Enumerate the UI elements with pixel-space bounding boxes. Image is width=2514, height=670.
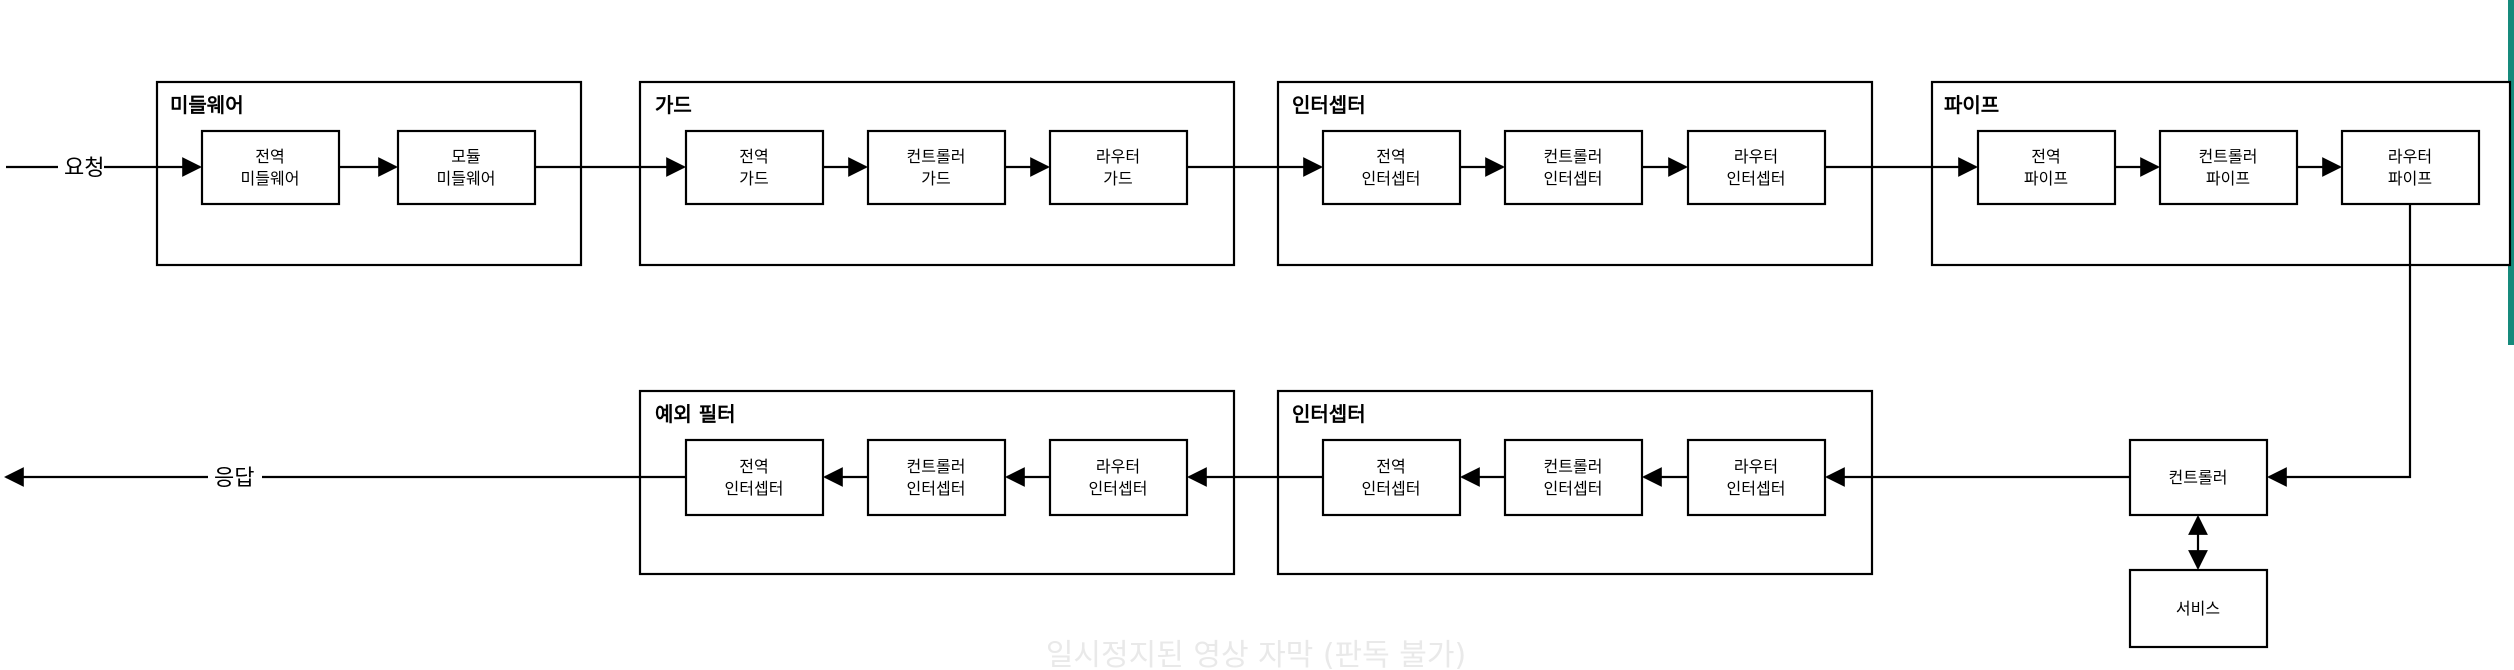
node-label-line1: 라우터 xyxy=(1734,457,1778,476)
node-label-line2: 파이프 xyxy=(2388,169,2432,188)
node-label-line1: 전역 xyxy=(1376,457,1405,476)
node-service: 서비스 xyxy=(2128,568,2269,649)
node-label-line1: 전역 xyxy=(739,457,768,476)
node-label-line2: 파이프 xyxy=(2024,169,2068,188)
node-router-interceptor-out: 라우터 인터셉터 xyxy=(1686,438,1827,517)
node-label-line2: 파이프 xyxy=(2206,169,2250,188)
node-label-line2: 미들웨어 xyxy=(241,169,300,188)
node-router-interceptor-in: 라우터 인터셉터 xyxy=(1686,129,1827,206)
group-title-pipe: 파이프 xyxy=(1944,93,1999,117)
node-label-line1: 전역 xyxy=(255,147,284,166)
node-label-line1: 컨트롤러 xyxy=(2199,147,2258,166)
node-router-filter: 라우터 인터셉터 xyxy=(1048,438,1189,517)
node-label-line2: 인터셉터 xyxy=(1727,479,1786,498)
node-label-line1: 전역 xyxy=(1376,147,1405,166)
node-global-interceptor-in: 전역 인터셉터 xyxy=(1321,129,1462,206)
node-controller-guard: 컨트롤러 가드 xyxy=(866,129,1007,206)
node-module-middleware: 모듈 미들웨어 xyxy=(396,129,537,206)
node-router-guard: 라우터 가드 xyxy=(1048,129,1189,206)
edge-label-response: 응답 xyxy=(214,466,254,491)
group-title-guard: 가드 xyxy=(655,93,692,117)
node-label-line1: 라우터 xyxy=(1096,457,1140,476)
node-label-line1: 전역 xyxy=(2031,147,2060,166)
node-label-line2: 인터셉터 xyxy=(725,479,784,498)
node-global-filter: 전역 인터셉터 xyxy=(684,438,825,517)
group-title-interceptor-in: 인터셉터 xyxy=(1292,93,1366,117)
node-label-line2: 가드 xyxy=(1103,169,1132,188)
node-label-line2: 인터셉터 xyxy=(1544,169,1603,188)
node-label-line2: 인터셉터 xyxy=(1544,479,1603,498)
node-global-guard: 전역 가드 xyxy=(684,129,825,206)
node-label-line2: 인터셉터 xyxy=(1089,479,1148,498)
node-router-pipe: 라우터 파이프 xyxy=(2340,129,2481,206)
node-label-line2: 인터셉터 xyxy=(907,479,966,498)
node-label-line2: 인터셉터 xyxy=(1727,169,1786,188)
node-controller-interceptor-in: 컨트롤러 인터셉터 xyxy=(1503,129,1644,206)
node-label-line2: 가드 xyxy=(921,169,950,188)
node-controller: 컨트롤러 xyxy=(2128,438,2269,517)
edge-router-pipe-to-controller xyxy=(2267,204,2412,487)
node-global-interceptor-out: 전역 인터셉터 xyxy=(1321,438,1462,517)
node-controller-interceptor-out: 컨트롤러 인터셉터 xyxy=(1503,438,1644,517)
node-label-line2: 인터셉터 xyxy=(1362,169,1421,188)
node-label-line1: 전역 xyxy=(739,147,768,166)
node-label-line2: 인터셉터 xyxy=(1362,479,1421,498)
group-title-middleware: 미들웨어 xyxy=(170,93,244,117)
group-title-interceptor-out: 인터셉터 xyxy=(1292,402,1366,426)
node-label-line1: 모듈 xyxy=(451,147,480,166)
node-label-line1: 컨트롤러 xyxy=(907,147,966,166)
node-label-line1: 컨트롤러 xyxy=(1544,147,1603,166)
node-label-line1: 컨트롤러 xyxy=(2169,468,2228,487)
node-label-line1: 컨트롤러 xyxy=(907,457,966,476)
node-global-middleware: 전역 미들웨어 xyxy=(200,129,341,206)
edge-label-request: 요청 xyxy=(64,156,104,181)
node-label-line1: 서비스 xyxy=(2176,599,2220,618)
node-label-line1: 라우터 xyxy=(2388,147,2432,166)
node-controller-pipe: 컨트롤러 파이프 xyxy=(2158,129,2299,206)
node-label-line1: 라우터 xyxy=(1734,147,1778,166)
node-label-line1: 라우터 xyxy=(1096,147,1140,166)
node-label-line2: 미들웨어 xyxy=(437,169,496,188)
node-controller-filter: 컨트롤러 인터셉터 xyxy=(866,438,1007,517)
faded-caption: 일시정지된 영상 자막 (판독 불가) xyxy=(1046,638,1466,670)
group-title-exception-filter: 예외 필터 xyxy=(655,402,736,426)
node-global-pipe: 전역 파이프 xyxy=(1976,129,2117,206)
node-label-line2: 가드 xyxy=(739,169,768,188)
node-label-line1: 컨트롤러 xyxy=(1544,457,1603,476)
